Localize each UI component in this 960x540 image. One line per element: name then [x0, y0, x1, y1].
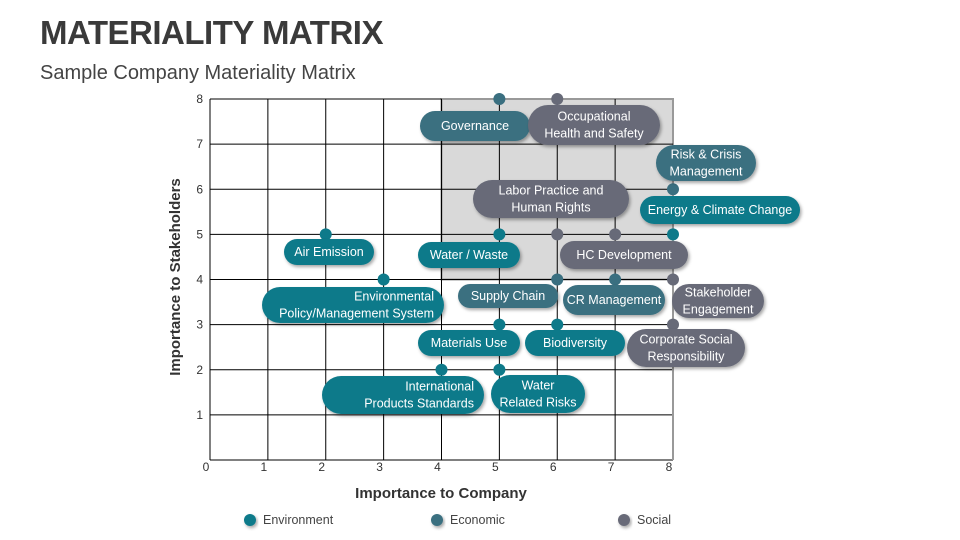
point-label-pill — [525, 330, 625, 356]
point-label: Water — [522, 379, 555, 393]
point-label: Environmental — [354, 290, 434, 304]
point-label: Air Emission — [294, 245, 364, 259]
point-label-pill — [322, 376, 484, 414]
data-point — [667, 183, 679, 196]
point-label: Management — [670, 165, 743, 179]
point-label-pill — [640, 196, 800, 224]
data-point — [319, 228, 332, 241]
x-tick-label: 7 — [608, 460, 615, 474]
point-label: Products Standards — [364, 397, 474, 411]
point-label: Risk & Crisis — [671, 148, 742, 162]
legend-label: Environment — [263, 513, 334, 527]
point-label: CR Management — [567, 293, 662, 307]
legend-marker — [431, 514, 443, 526]
point-label-pill — [627, 329, 745, 367]
x-tick-label: 6 — [550, 460, 557, 474]
page-subtitle: Sample Company Materiality Matrix — [40, 62, 356, 84]
point-label-pill — [563, 285, 665, 315]
point-label-pill — [491, 375, 585, 413]
point-label-pill — [418, 242, 520, 268]
y-tick-label: 5 — [196, 227, 203, 241]
y-tick-label: 1 — [196, 408, 203, 422]
data-point — [609, 273, 622, 286]
point-label: Energy & Climate Change — [648, 203, 793, 217]
x-tick-label: 3 — [376, 460, 383, 474]
point-label-pill — [672, 284, 764, 318]
point-label: HC Development — [576, 248, 672, 262]
point-label: Engagement — [683, 303, 754, 317]
x-axis-label: Importance to Company — [355, 485, 527, 502]
point-label: Biodiversity — [543, 336, 608, 350]
point-label: Water / Waste — [430, 248, 508, 262]
point-label-pill — [458, 284, 558, 308]
page-title: MATERIALITY MATRIX — [40, 14, 383, 51]
y-tick-label: 3 — [196, 318, 203, 332]
point-label: Health and Safety — [544, 127, 644, 141]
x-tick-label: 5 — [492, 460, 499, 474]
point-label: Materials Use — [431, 336, 507, 350]
point-label-pill — [420, 111, 530, 141]
point-label: Corporate Social — [639, 333, 732, 347]
x-tick-label: 1 — [261, 460, 268, 474]
y-tick-label: 7 — [196, 137, 203, 151]
data-point — [377, 273, 390, 286]
x-tick-label: 2 — [318, 460, 325, 474]
data-point — [667, 318, 679, 331]
point-label-pill — [473, 180, 629, 218]
y-tick-label: 2 — [196, 363, 203, 377]
data-point — [667, 228, 679, 241]
point-label: Supply Chain — [471, 289, 545, 303]
data-point — [551, 318, 564, 331]
legend-label: Social — [637, 513, 671, 527]
point-label-pill — [284, 239, 374, 265]
point-label: International — [405, 380, 474, 394]
data-point — [493, 363, 506, 376]
point-label: Policy/Management System — [279, 307, 434, 321]
data-point — [551, 93, 564, 105]
data-point — [551, 273, 564, 286]
data-point — [493, 228, 506, 241]
point-label: Governance — [441, 119, 509, 133]
point-label: Occupational — [558, 110, 631, 124]
legend-marker — [618, 514, 630, 526]
point-label-pill — [560, 241, 688, 269]
data-point — [551, 228, 564, 241]
point-label: Stakeholder — [685, 286, 752, 300]
point-label-pill — [418, 330, 520, 356]
data-point — [493, 93, 506, 105]
y-axis-label: Importance to Stakeholders — [167, 178, 184, 376]
point-label: Responsibility — [647, 350, 725, 364]
point-label: Labor Practice and — [499, 184, 604, 198]
y-tick-label: 4 — [196, 273, 203, 287]
x-tick-label: 4 — [434, 460, 441, 474]
legend-marker — [244, 514, 256, 526]
data-point — [493, 318, 506, 331]
legend-label: Economic — [450, 513, 505, 527]
y-tick-label: 8 — [196, 92, 203, 106]
point-label-pill — [262, 287, 444, 323]
point-label-pill — [528, 105, 660, 145]
data-point — [609, 228, 622, 241]
x-tick-label: 8 — [666, 460, 673, 474]
point-label: Human Rights — [511, 201, 590, 215]
point-label: Related Risks — [499, 396, 576, 410]
data-point — [667, 273, 679, 286]
x-tick-label: 0 — [203, 460, 210, 474]
y-tick-label: 6 — [196, 182, 203, 196]
point-label-pill — [656, 145, 756, 181]
data-point — [435, 363, 448, 376]
